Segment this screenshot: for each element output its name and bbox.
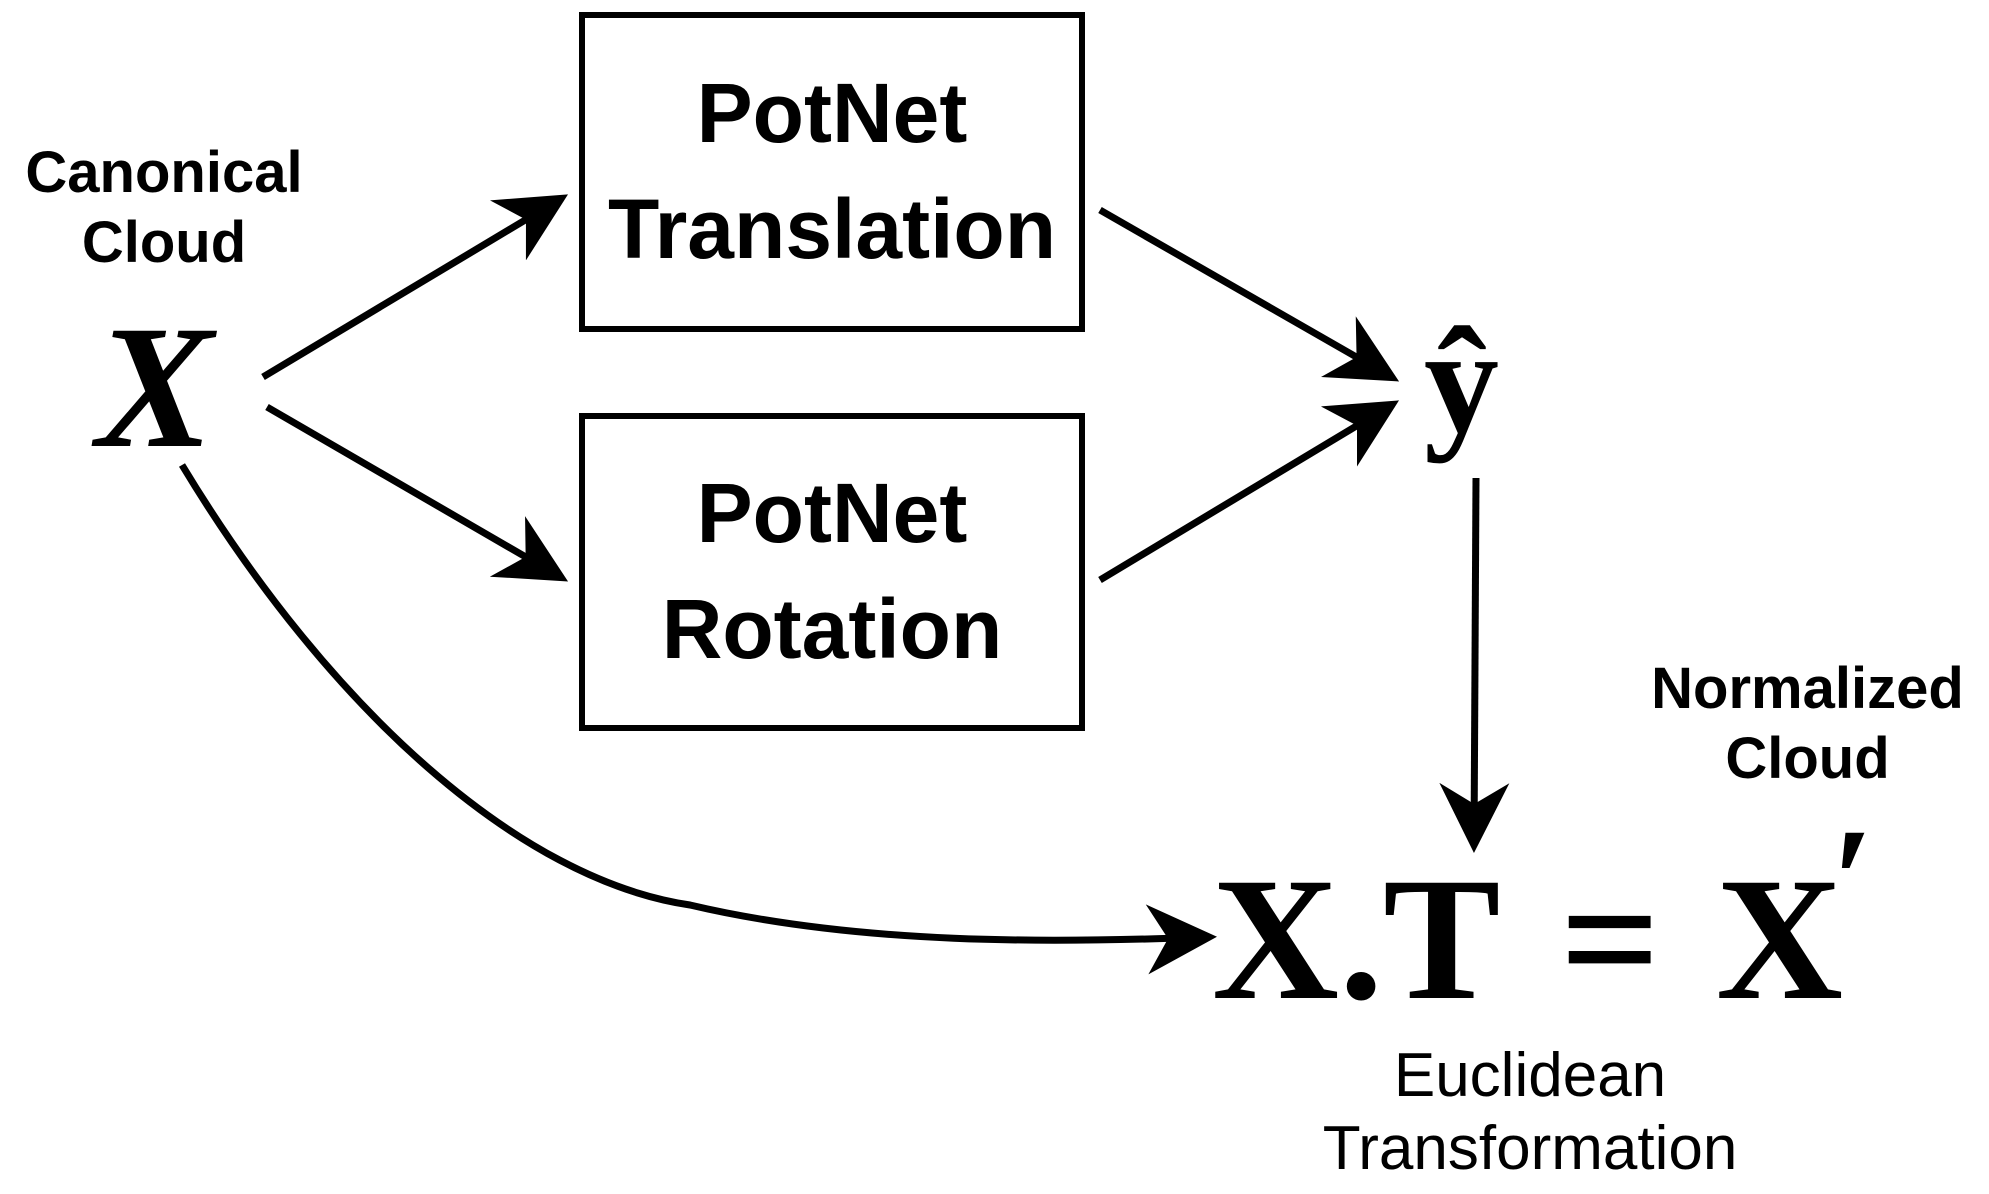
rotation-box-line1: PotNet [696, 466, 968, 561]
normalized-cloud-caption: Normalized Cloud [1630, 654, 1985, 793]
input-symbol-x: X [96, 290, 214, 485]
prediction-symbol-yhat: ŷ [1424, 298, 1499, 464]
potnet-translation-box: PotNet Translation [579, 12, 1085, 332]
arrow-x-to-rotation [265, 403, 569, 582]
potnet-rotation-box: PotNet Rotation [579, 413, 1085, 731]
normalized-caption-line2: Cloud [1725, 725, 1890, 791]
euclidean-caption-line2: Transformation [1322, 1113, 1738, 1183]
euclidean-caption-line1: Euclidean [1393, 1041, 1667, 1110]
canonical-caption-line1: Canonical [25, 140, 303, 205]
equation-rhs: X [1716, 842, 1844, 1037]
rotation-box-line2: Rotation [661, 582, 1003, 676]
canonical-caption-line2: Cloud [81, 209, 247, 275]
equation-lhs: X.T [1212, 842, 1501, 1037]
normalized-caption-line1: Normalized [1651, 656, 1964, 721]
arrow-x-to-equation-curve [179, 463, 1217, 975]
arrow-rotation-to-yhat [1098, 400, 1400, 584]
canonical-cloud-caption: Canonical Cloud [2, 138, 326, 277]
equation-equals: = [1560, 842, 1661, 1037]
translation-box-line2: Translation [607, 182, 1057, 276]
equation-prime: ′ [1832, 798, 1875, 964]
arrow-translation-to-yhat [1098, 206, 1400, 382]
arrow-yhat-to-equation [1439, 477, 1510, 853]
arrow-x-to-translation [261, 194, 569, 381]
euclidean-transformation-caption: Euclidean Transformation [1290, 1040, 1770, 1185]
translation-box-line1: PotNet [696, 66, 968, 161]
